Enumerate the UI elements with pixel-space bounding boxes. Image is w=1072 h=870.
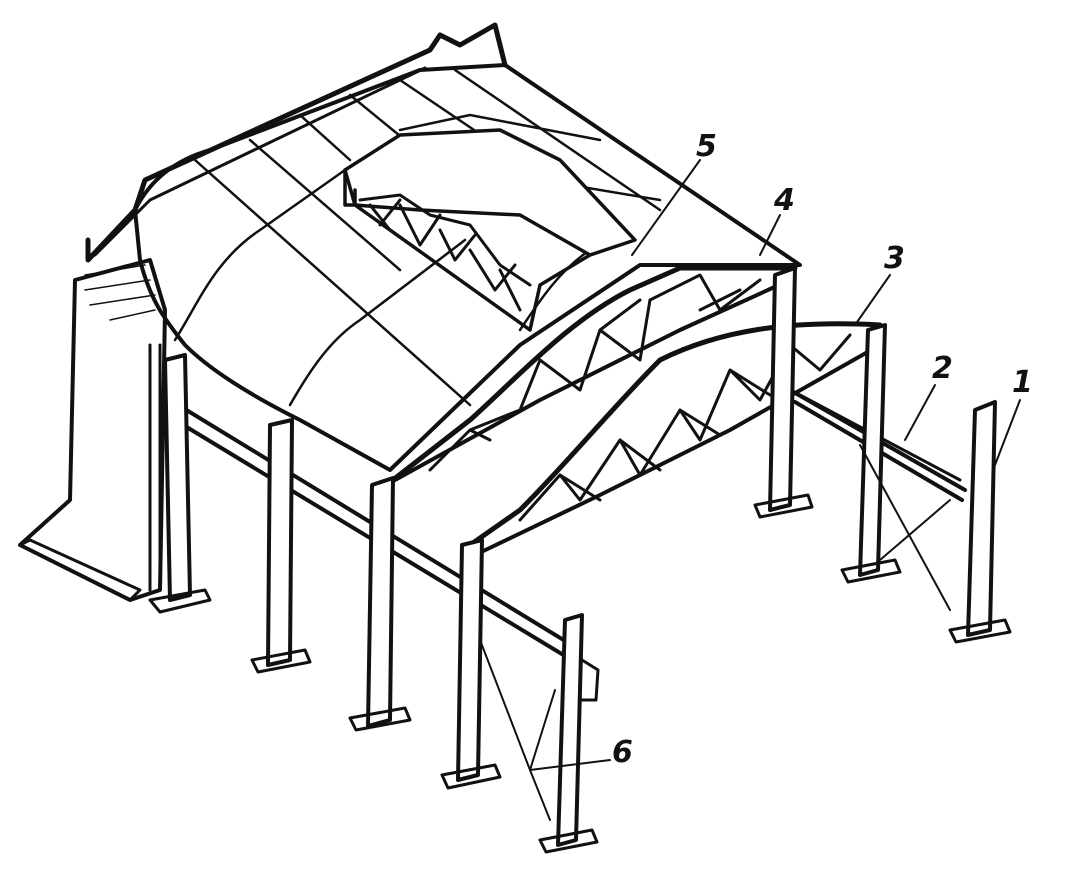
roof-panel-line bbox=[298, 113, 352, 162]
leader-4 bbox=[759, 214, 781, 256]
roof-panel-line bbox=[193, 158, 472, 407]
callout-label-6: 6 bbox=[612, 735, 633, 770]
column bbox=[250, 418, 312, 674]
truss-top-chord bbox=[377, 265, 798, 493]
roof-panel-line bbox=[248, 138, 402, 272]
column bbox=[538, 613, 600, 854]
column bbox=[753, 266, 814, 519]
column bbox=[948, 400, 1012, 644]
column bbox=[148, 353, 212, 614]
monitor-lattice bbox=[358, 193, 532, 312]
truss-bottom-chord bbox=[393, 278, 792, 482]
column bbox=[440, 538, 502, 790]
roof-monitor bbox=[343, 128, 637, 332]
truss-bottom-chord bbox=[473, 343, 882, 557]
leader-5 bbox=[631, 159, 701, 256]
roof-parapet bbox=[85, 22, 508, 263]
truss-web bbox=[518, 333, 852, 522]
leader-6c bbox=[529, 769, 551, 821]
column bbox=[840, 323, 902, 584]
monitor-side bbox=[343, 168, 592, 332]
wall-panel bbox=[18, 258, 167, 602]
leader-2 bbox=[904, 384, 936, 441]
wall-base bbox=[18, 538, 142, 602]
leader-3 bbox=[854, 274, 891, 326]
truss-top-chord bbox=[467, 321, 883, 548]
leader-6a bbox=[479, 639, 611, 771]
callout-label-4: 4 bbox=[773, 183, 795, 218]
roof-panel-cross bbox=[288, 238, 467, 407]
wall-edge bbox=[148, 343, 162, 592]
gable-wall bbox=[18, 258, 167, 602]
leader-1-brace-a bbox=[859, 444, 951, 611]
roof-panel-cross bbox=[398, 113, 602, 142]
callout-label-2: 2 bbox=[932, 351, 953, 386]
truss-web bbox=[428, 273, 762, 472]
columns bbox=[148, 266, 1012, 854]
callout-label-3: 3 bbox=[884, 241, 905, 276]
roof-truss-4 bbox=[377, 265, 798, 493]
roof-panel-line bbox=[453, 68, 662, 212]
monitor-top bbox=[343, 128, 637, 257]
roof-panel-cross bbox=[518, 248, 592, 332]
leader-1 bbox=[994, 399, 1021, 466]
leader-1-brace-b bbox=[879, 499, 951, 561]
roof-panel-cross bbox=[173, 168, 347, 342]
leader-6b bbox=[529, 689, 556, 771]
callout-label-5: 5 bbox=[696, 129, 717, 164]
roof bbox=[85, 22, 802, 472]
callout-label-1: 1 bbox=[1012, 365, 1033, 400]
column bbox=[348, 476, 412, 732]
roof-parapet-inner bbox=[93, 66, 427, 257]
roof-panel-line bbox=[348, 93, 407, 142]
wall-hatch bbox=[84, 264, 156, 321]
callouts: 1 2 3 4 5 6 bbox=[612, 129, 1033, 770]
roof-truss-3 bbox=[467, 321, 883, 557]
leader-lines bbox=[479, 159, 1021, 821]
